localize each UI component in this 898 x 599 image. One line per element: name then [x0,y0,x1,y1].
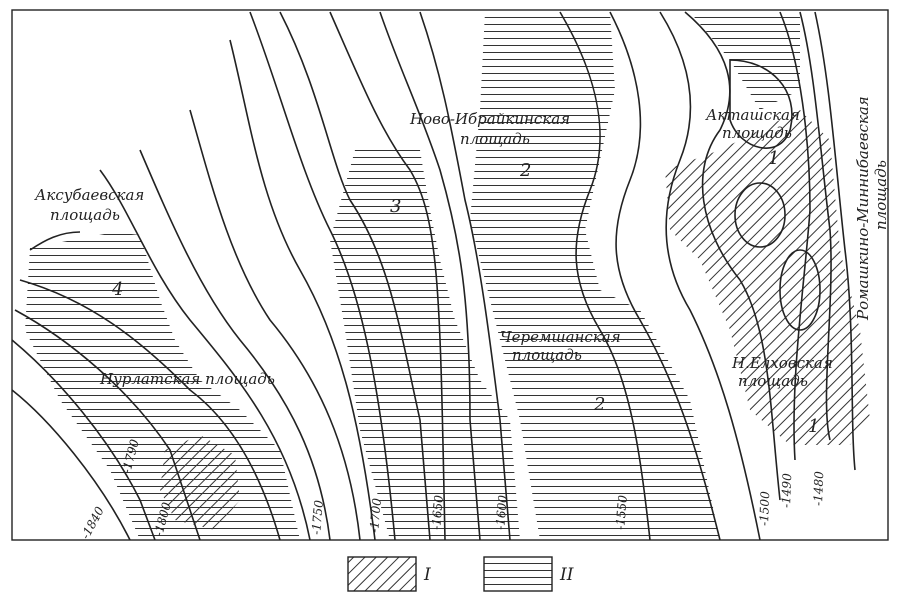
hatched-zones [25,12,800,540]
label-nurlatskaya: Нурлатская площадь [99,370,275,388]
nurlat-diag-patch [160,435,240,530]
contour-lines [11,11,856,541]
contour-label-1650: -1650 [429,494,446,530]
label-romashkino-2: площадь [872,160,890,230]
legend-label-2: II [559,565,574,585]
label-novo-ibraykinskaya-1: Ново-Ибрайкинская [409,110,570,128]
label-novo-ibraykinskaya-2: площадь [460,130,530,148]
contour-label-1500: -1500 [757,491,772,526]
label-aktashskaya-2: площадь [722,124,792,142]
legend-label-1: I [423,565,431,585]
area-labels: Аксубаевская площадь Нурлатская площадь … [34,96,890,390]
label-cheremshanskaya-2: площадь [512,346,582,364]
contour-label-1600: -1600 [493,494,510,530]
diagonal-zones [160,110,870,530]
contour-label-1490: -1490 [779,473,794,508]
contour-label-1750: -1750 [309,499,326,535]
label-n-elkhovskaya-1: Н.Елховская [731,354,833,372]
zone-number-1-bottom: 1 [808,416,819,437]
zone-number-3: 3 [390,196,401,217]
zone-number-1-top: 1 [768,148,779,169]
label-cheremshanskaya-1: Черемшанская [500,328,621,346]
label-n-elkhovskaya-2: площадь [738,372,808,390]
zone-2-hatch [470,12,720,540]
contour-label-1840: -1840 [78,504,107,541]
legend: I II [347,556,574,592]
legend-swatch-1 [347,556,417,592]
contour-label-1700: -1700 [367,497,384,533]
contour-label-1550: -1550 [613,494,630,530]
label-aksubaevskaya-2: площадь [50,206,120,224]
label-romashkino-1: Ромашкино-Миннибаевская [854,96,872,321]
label-aktashskaya-1: Акташская [705,106,800,124]
contour-label-1480: -1480 [811,471,826,506]
legend-swatch-2 [483,556,553,592]
zone-1-diag-hatch [665,110,870,445]
label-aksubaevskaya-1: Аксубаевская [34,186,144,204]
zone-number-4: 4 [111,279,123,300]
zone-number-2-top: 2 [519,160,531,181]
zone-number-2-bottom: 2 [593,394,605,415]
zone-numbers: 1 1 2 2 3 4 [111,148,819,437]
